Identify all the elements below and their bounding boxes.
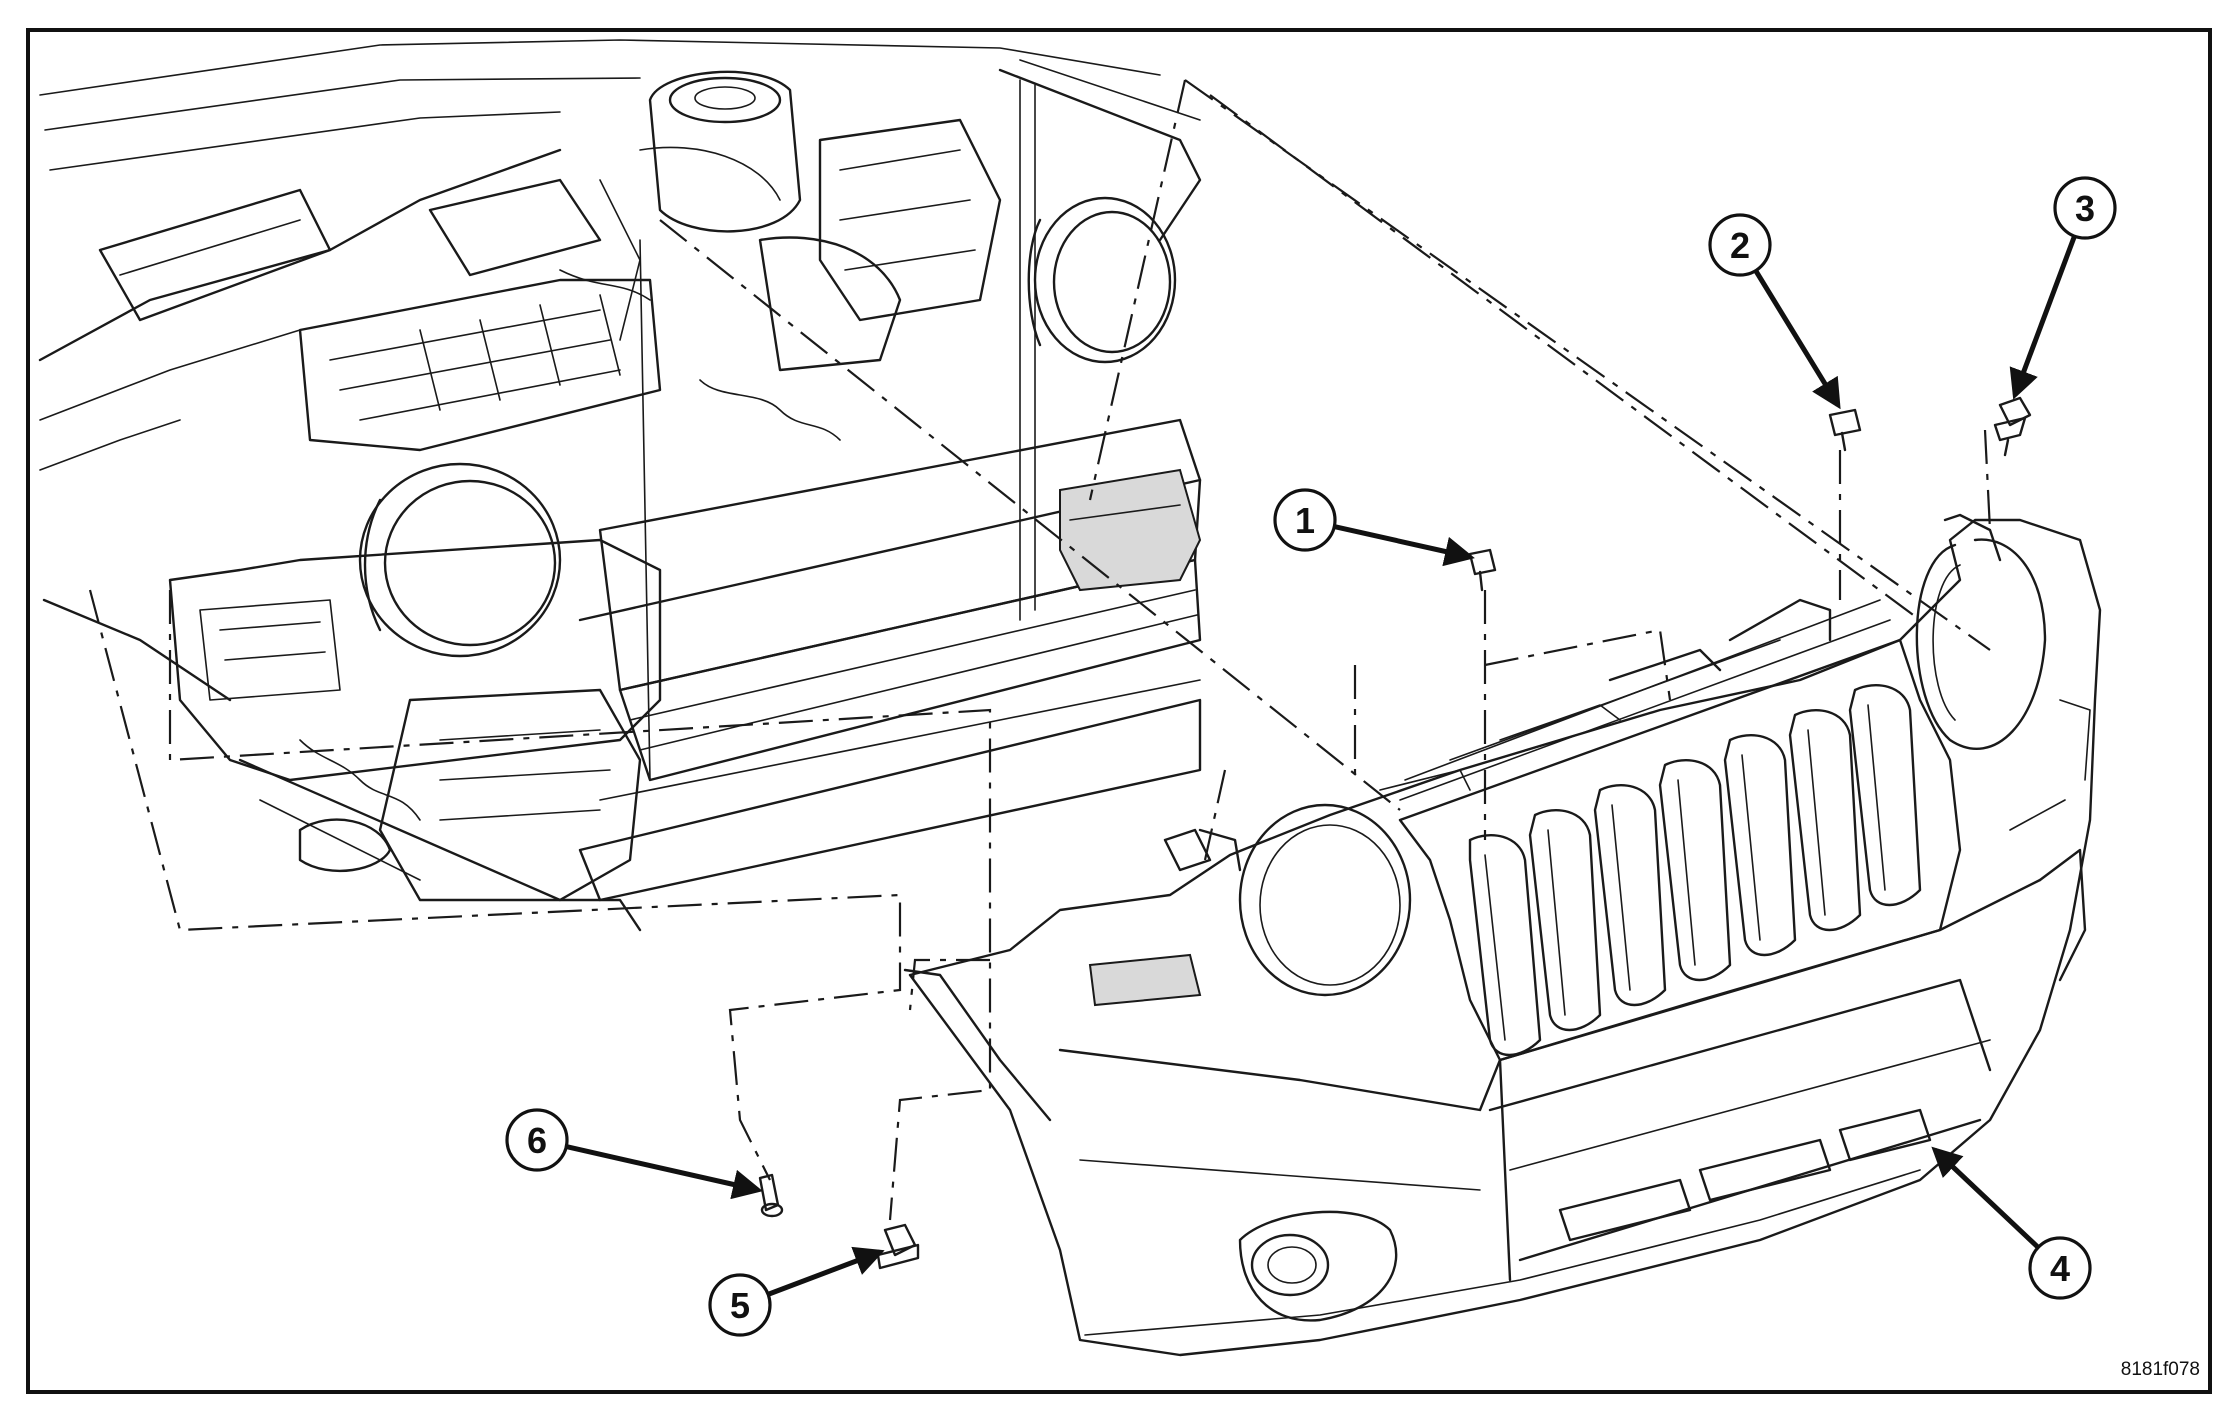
callout-2-number: 2 xyxy=(1730,225,1750,266)
figure-id: 8181f078 xyxy=(2121,1359,2200,1380)
callout-2-circle xyxy=(1708,213,1772,277)
fastener-2-bolt xyxy=(1828,408,1862,452)
callout-5-circle xyxy=(708,1273,772,1337)
callout-5-number: 5 xyxy=(730,1285,750,1326)
callout-5-leader-arrow xyxy=(767,1246,885,1297)
callout-2-leader-arrow xyxy=(1753,269,1841,410)
callout-6-circle xyxy=(505,1108,569,1172)
callout-6: 6 xyxy=(505,1108,763,1200)
callout-1-circle xyxy=(1273,488,1337,552)
callout-4-number: 4 xyxy=(2050,1248,2070,1289)
fastener-5 xyxy=(876,1223,920,1270)
vehicle-front-end xyxy=(38,39,1202,932)
callout-6-leader-arrow xyxy=(565,1144,763,1200)
fastener-1-bolt xyxy=(1468,548,1497,592)
fastener-6-screw xyxy=(758,1173,784,1218)
callout-2: 2 xyxy=(1708,213,1841,410)
alignment-lines xyxy=(88,79,1992,1221)
callout-1-number: 1 xyxy=(1295,500,1315,541)
callouts: 1 2 3 4 5 6 xyxy=(505,176,2117,1337)
callout-3-number: 3 xyxy=(2075,188,2095,229)
callout-4-leader-arrow xyxy=(1931,1146,2040,1250)
fastener-3-push-pin xyxy=(1993,396,2032,457)
callout-5: 5 xyxy=(708,1246,885,1337)
diagram-frame xyxy=(26,28,2212,1394)
callout-3: 3 xyxy=(2009,176,2117,400)
callout-3-circle xyxy=(2053,176,2117,240)
callout-6-number: 6 xyxy=(527,1120,547,1161)
callout-4: 4 xyxy=(1931,1146,2092,1300)
callout-4-circle xyxy=(2028,1236,2092,1300)
front-fascia xyxy=(903,513,2102,1357)
callout-3-leader-arrow xyxy=(2009,235,2077,400)
callout-1: 1 xyxy=(1273,488,1475,567)
callout-1-leader-arrow xyxy=(1333,524,1475,567)
